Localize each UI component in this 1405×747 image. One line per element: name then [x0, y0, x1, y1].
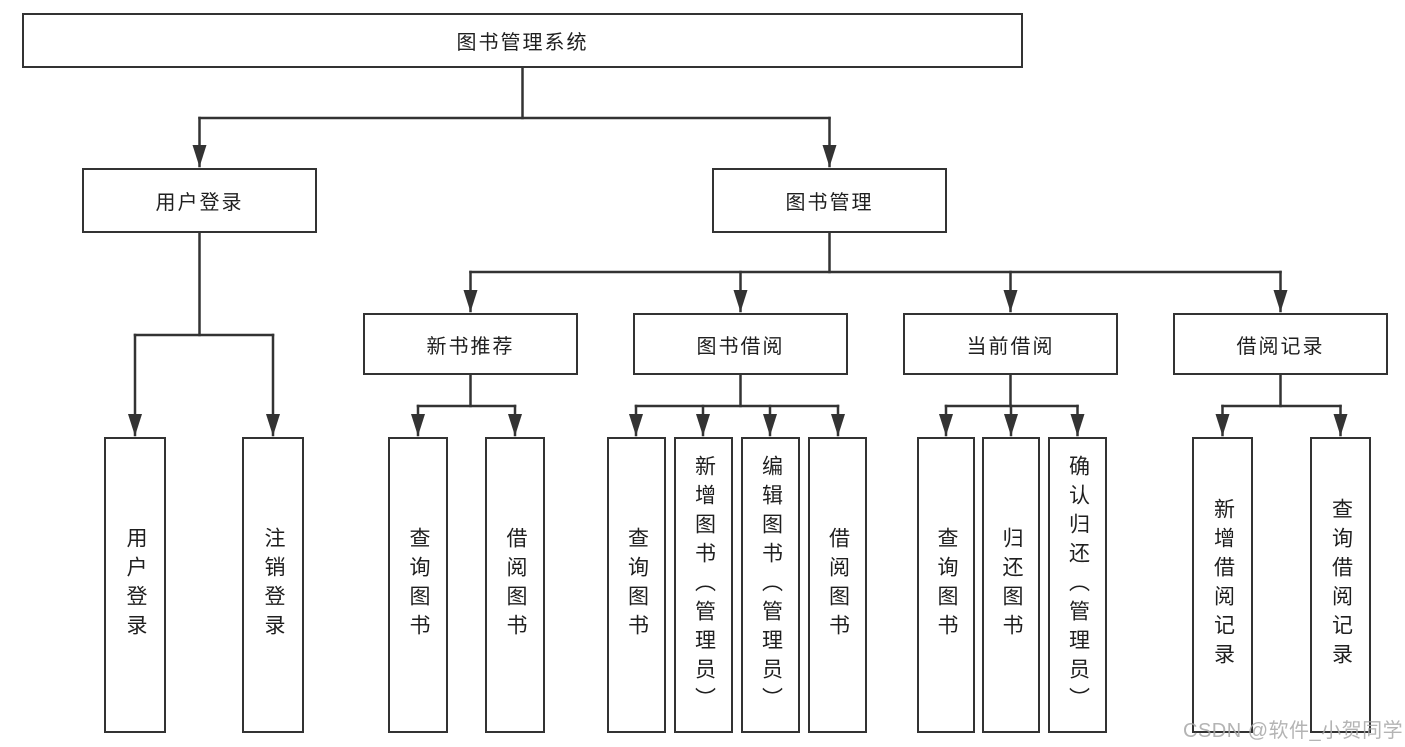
node-borrowing-records: 借阅记录 — [1173, 313, 1388, 375]
node-label: 确认归还（管理员） — [1066, 454, 1090, 716]
node-label: 图书管理 — [785, 192, 874, 214]
node-book-management: 图书管理 — [712, 168, 947, 233]
leaf-query-books-1: 查询图书 — [388, 437, 448, 733]
node-label: 编辑图书（管理员） — [759, 454, 783, 716]
node-user-login: 用户登录 — [82, 168, 317, 233]
leaf-query-borrow-record: 查询借阅记录 — [1310, 437, 1371, 733]
node-new-book-recommendation: 新书推荐 — [363, 313, 578, 375]
leaf-add-books-admin: 新增图书（管理员） — [674, 437, 733, 733]
node-label: 图书借阅 — [696, 335, 785, 358]
node-label: 用户登录 — [155, 192, 244, 214]
leaf-query-books-3: 查询图书 — [917, 437, 975, 733]
node-label: 归还图书 — [1000, 527, 1023, 643]
node-library-management-system: 图书管理系统 — [22, 13, 1023, 68]
leaf-borrow-books-2: 借阅图书 — [808, 437, 867, 733]
node-label: 新书推荐 — [426, 335, 515, 358]
node-label: 图书管理系统 — [456, 32, 589, 54]
leaf-user-login: 用户登录 — [104, 437, 166, 733]
node-label: 借阅记录 — [1236, 335, 1325, 358]
csdn-watermark: CSDN @软件_小贺同学 — [1183, 720, 1404, 742]
node-label: 借阅图书 — [504, 527, 527, 643]
leaf-return-books: 归还图书 — [982, 437, 1040, 733]
node-label: 查询图书 — [935, 527, 958, 643]
node-book-borrowing: 图书借阅 — [633, 313, 848, 375]
node-label: 借阅图书 — [826, 527, 850, 643]
node-label: 新增图书（管理员） — [692, 454, 716, 716]
leaf-confirm-return-admin: 确认归还（管理员） — [1048, 437, 1107, 733]
leaf-logout: 注销登录 — [242, 437, 304, 733]
leaf-add-borrow-record: 新增借阅记录 — [1192, 437, 1253, 733]
leaf-edit-books-admin: 编辑图书（管理员） — [741, 437, 800, 733]
leaf-query-books-2: 查询图书 — [607, 437, 666, 733]
node-label: 用户登录 — [124, 527, 147, 643]
node-current-borrowing: 当前借阅 — [903, 313, 1118, 375]
node-label: 当前借阅 — [966, 335, 1055, 358]
node-label: 查询图书 — [407, 527, 430, 643]
leaf-borrow-books-1: 借阅图书 — [485, 437, 545, 733]
node-label: 注销登录 — [262, 527, 285, 643]
node-label: 新增借阅记录 — [1211, 498, 1235, 672]
node-label: 查询借阅记录 — [1329, 498, 1353, 672]
node-label: 查询图书 — [625, 527, 649, 643]
